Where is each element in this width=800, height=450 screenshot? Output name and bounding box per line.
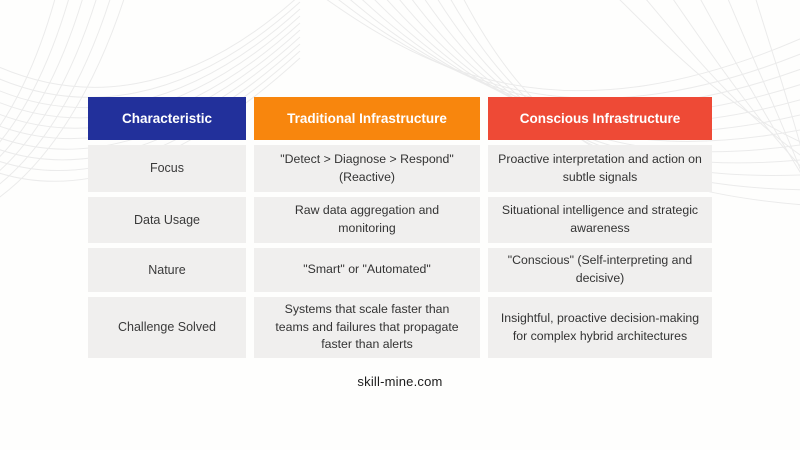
cell-data-usage-traditional: Raw data aggregation and monitoring [254, 197, 480, 243]
cell-focus-traditional: "Detect > Diagnose > Respond" (Reactive) [254, 145, 480, 192]
footer-website-text: skill-mine.com [357, 374, 443, 389]
cell-data-usage-conscious: Situational intelligence and strategic a… [488, 197, 712, 243]
cell-nature-label: Nature [88, 248, 246, 292]
cell-challenge-solved-traditional: Systems that scale faster than teams and… [254, 297, 480, 358]
cell-nature-conscious: "Conscious" (Self-interpreting and decis… [488, 248, 712, 292]
header-cell-characteristic: Characteristic [88, 97, 246, 140]
header-cell-traditional-infrastructure: Traditional Infrastructure [254, 97, 480, 140]
header-cell-conscious-infrastructure: Conscious Infrastructure [488, 97, 712, 140]
comparison-table: Characteristic Traditional Infrastructur… [88, 97, 712, 358]
cell-challenge-solved-conscious: Insightful, proactive decision-making fo… [488, 297, 712, 358]
cell-focus-conscious: Proactive interpretation and action on s… [488, 145, 712, 192]
cell-data-usage-label: Data Usage [88, 197, 246, 243]
cell-challenge-solved-label: Challenge Solved [88, 297, 246, 358]
cell-nature-traditional: "Smart" or "Automated" [254, 248, 480, 292]
cell-focus-label: Focus [88, 145, 246, 192]
